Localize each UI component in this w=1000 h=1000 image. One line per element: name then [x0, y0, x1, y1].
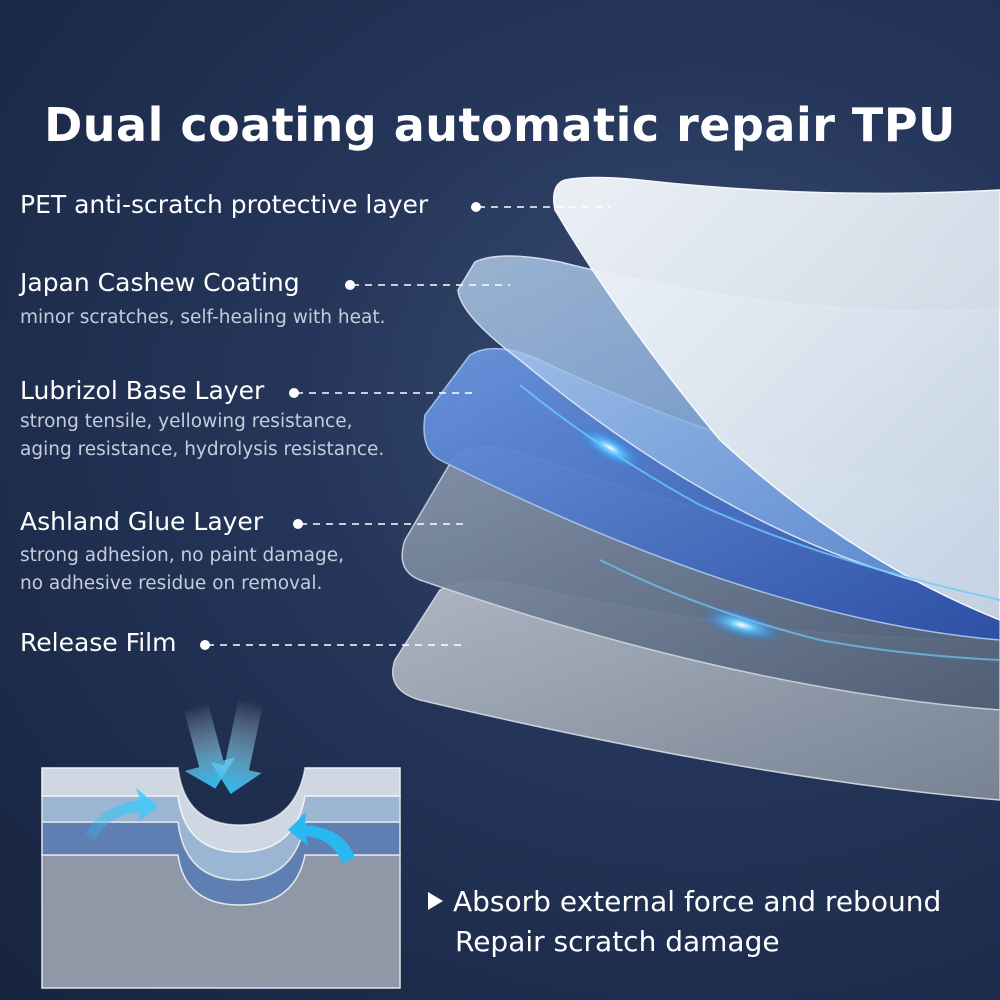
pressure-arrow-icon — [183, 698, 264, 795]
rebound-arrow-right-icon — [288, 812, 355, 864]
layer-desc-lubrizol-1: strong tensile, yellowing resistance, — [20, 411, 353, 432]
layer-desc-ashland-1: strong adhesion, no paint damage, — [20, 545, 344, 566]
layer-desc-ashland-2: no adhesive residue on removal. — [20, 573, 323, 594]
layer-label-lubrizol: Lubrizol Base Layer — [20, 376, 265, 405]
feature-caption: Absorb external force and rebound Repair… — [428, 882, 941, 962]
feature-line-2: Repair scratch damage — [455, 925, 780, 958]
layer-label-release: Release Film — [20, 628, 177, 657]
layer-label-pet: PET anti-scratch protective layer — [20, 190, 429, 219]
leader-dots — [200, 202, 481, 650]
cross-section-pet-layer — [41, 767, 401, 853]
layer-desc-cashew-1: minor scratches, self-healing with heat. — [20, 307, 386, 328]
page-title: Dual coating automatic repair TPU — [44, 98, 956, 152]
layer-desc-lubrizol-2: aging resistance, hydrolysis resistance. — [20, 439, 385, 460]
feature-line-1: Absorb external force and rebound — [453, 885, 942, 918]
cross-section-diagram — [41, 767, 401, 989]
rebound-arrow-left-icon — [85, 788, 158, 840]
layer-label-cashew: Japan Cashew Coating — [20, 268, 300, 297]
play-triangle-icon — [428, 892, 443, 910]
glow-highlight-upper — [574, 424, 646, 472]
leader-lines — [207, 206, 610, 646]
layer-label-ashland: Ashland Glue Layer — [20, 507, 264, 536]
pet-layer-sheet — [553, 176, 1000, 621]
glow-highlight-lower — [699, 607, 785, 643]
